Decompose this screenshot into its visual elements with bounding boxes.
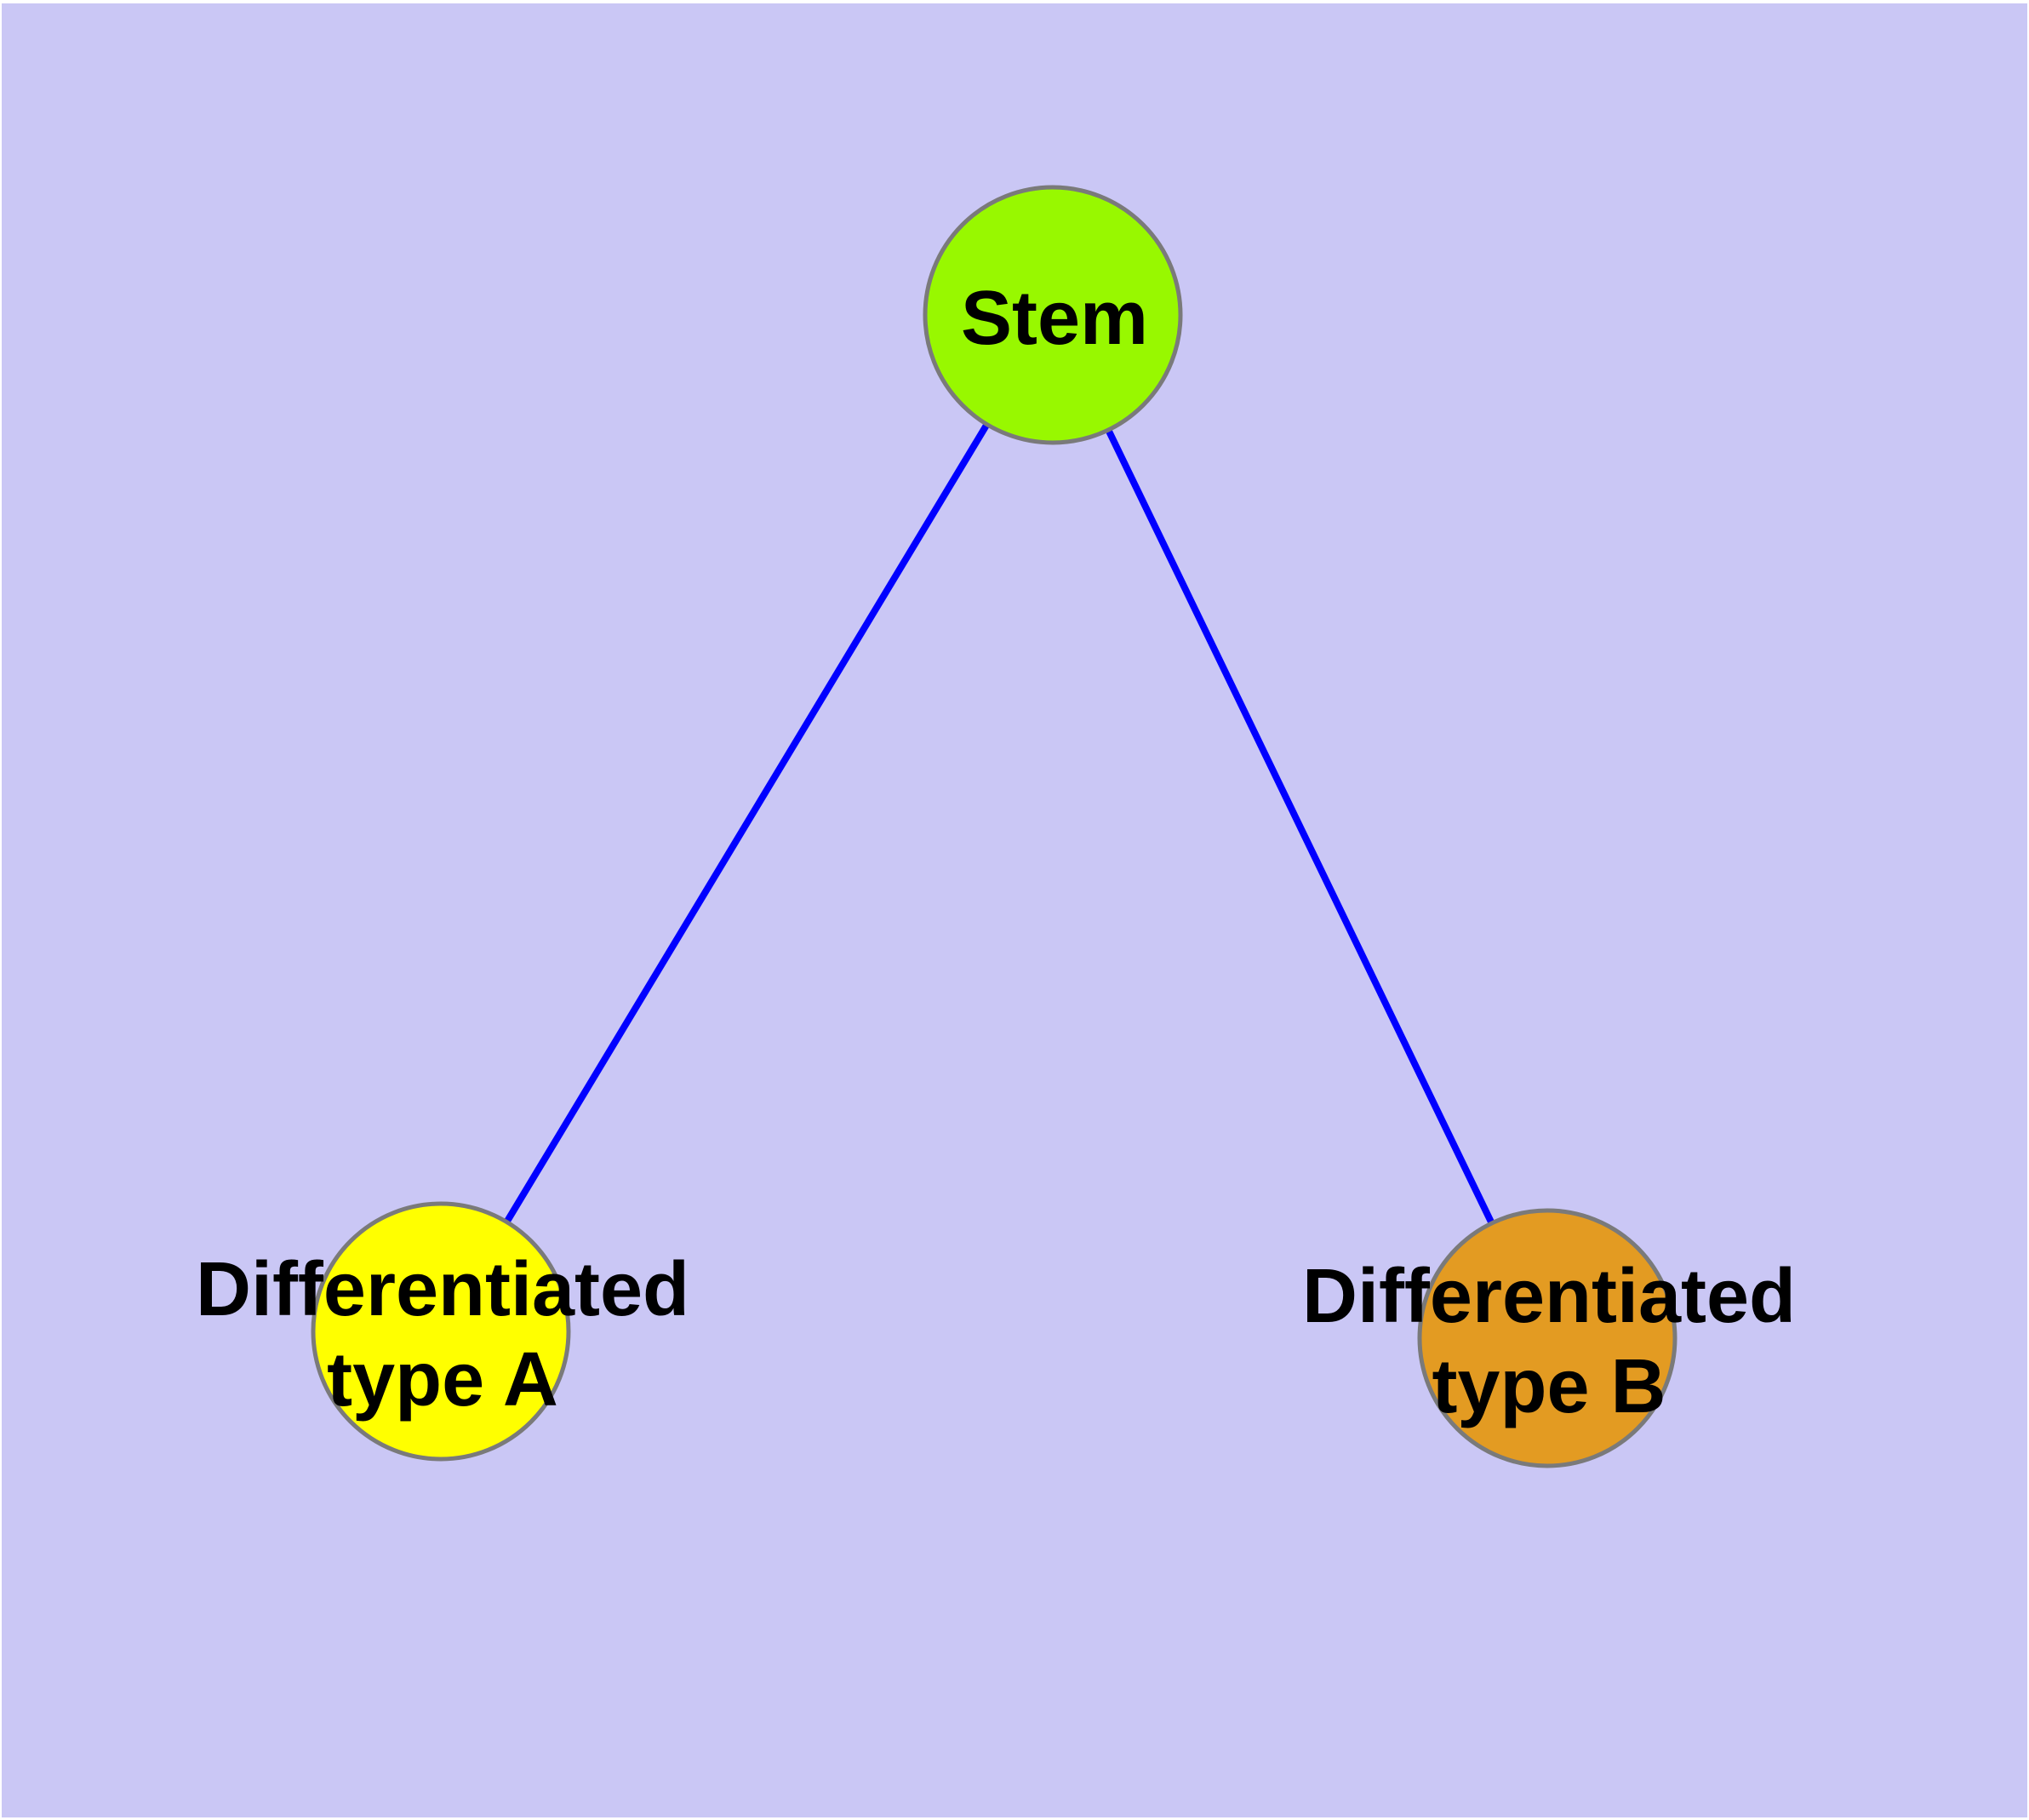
node-type-b-label-text: Differentiated type B (1302, 1251, 1796, 1432)
edge-stem-to-type-b (1049, 313, 1551, 1340)
node-stem-circle (923, 185, 1183, 445)
node-type-a-label-line1: Differentiated (195, 1247, 690, 1332)
node-type-b-label-line2: type B (1432, 1344, 1666, 1429)
node-type-a-label-line2: type A (327, 1337, 558, 1422)
node-type-b-circle (1417, 1208, 1677, 1468)
node-type-a-label-text: Differentiated type A (196, 1245, 689, 1425)
graph-svg (311, 185, 1677, 1468)
edge-stem-to-type-a (437, 312, 1056, 1334)
node-stem-label: Stem (544, 191, 1565, 446)
node-type-b-label-line1: Differentiated (1301, 1254, 1797, 1339)
graph-canvas: Stem Differentiated type A Differentiate… (2, 3, 2027, 1817)
node-type-a-label: Differentiated type A (0, 1207, 953, 1462)
node-stem-label-text: Stem (960, 276, 1149, 361)
node-type-b-label: Differentiated type B (1038, 1214, 2029, 1469)
node-type-a-circle (311, 1201, 571, 1462)
